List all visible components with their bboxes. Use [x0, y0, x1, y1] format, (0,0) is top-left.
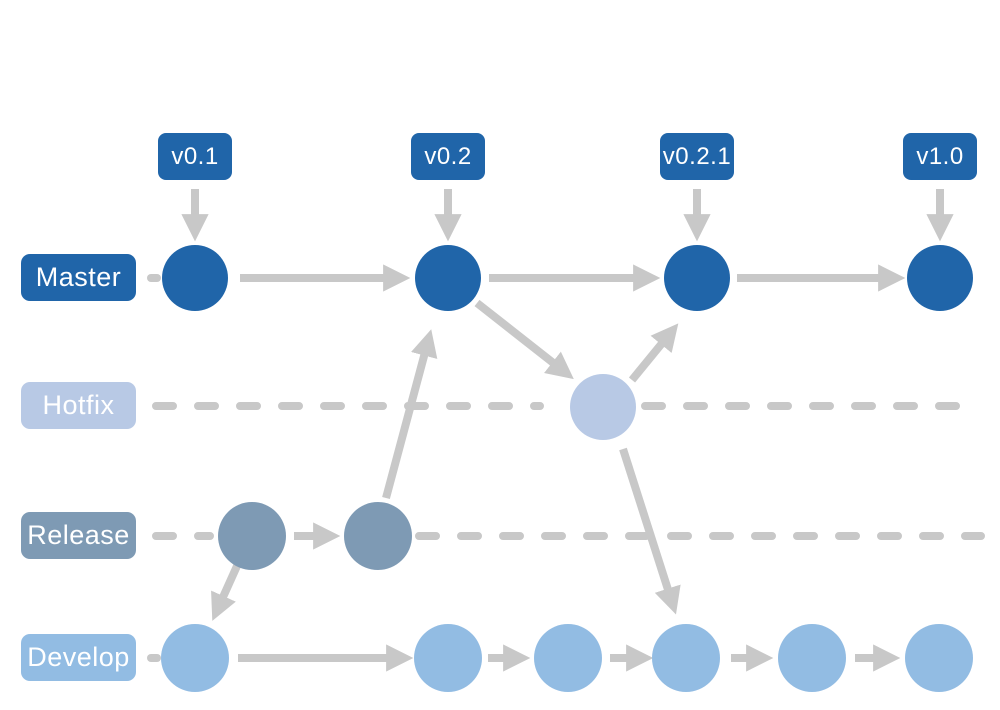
commit-node-develop-5: [778, 624, 846, 692]
commit-node-master-2: [415, 245, 481, 311]
commit-node-master-1: [162, 245, 228, 311]
commit-node-master-4: [907, 245, 973, 311]
version-tag-3: v0.2.1: [660, 133, 734, 180]
merge-arrow-release-to-master: [382, 329, 438, 500]
commit-node-release-1: [218, 502, 286, 570]
branch-label-develop: Develop: [21, 634, 136, 681]
hotfix-commits: [570, 374, 636, 440]
release-commits: [218, 502, 412, 570]
master-commits: [162, 245, 973, 311]
commit-node-develop-4: [652, 624, 720, 692]
commit-node-hotfix-1: [570, 374, 636, 440]
branch-label-hotfix: Hotfix: [21, 382, 136, 429]
commit-node-master-3: [664, 245, 730, 311]
version-tag-4: v1.0: [903, 133, 977, 180]
version-tag-1: v0.1: [158, 133, 232, 180]
commit-node-develop-6: [905, 624, 973, 692]
commit-node-develop-2: [414, 624, 482, 692]
branch-label-release: Release: [21, 512, 136, 559]
commit-node-develop-1: [161, 624, 229, 692]
branch-label-master: Master: [21, 254, 136, 301]
develop-commits: [161, 624, 973, 692]
branch-arrow-master-to-hotfix: [474, 299, 574, 380]
commit-node-release-2: [344, 502, 412, 570]
merge-arrow-hotfix-to-develop: [619, 447, 681, 615]
merge-arrow-hotfix-to-master: [628, 323, 679, 383]
commit-node-develop-3: [534, 624, 602, 692]
arrow-release-to-develop: [211, 564, 241, 621]
version-tag-2: v0.2: [411, 133, 485, 180]
